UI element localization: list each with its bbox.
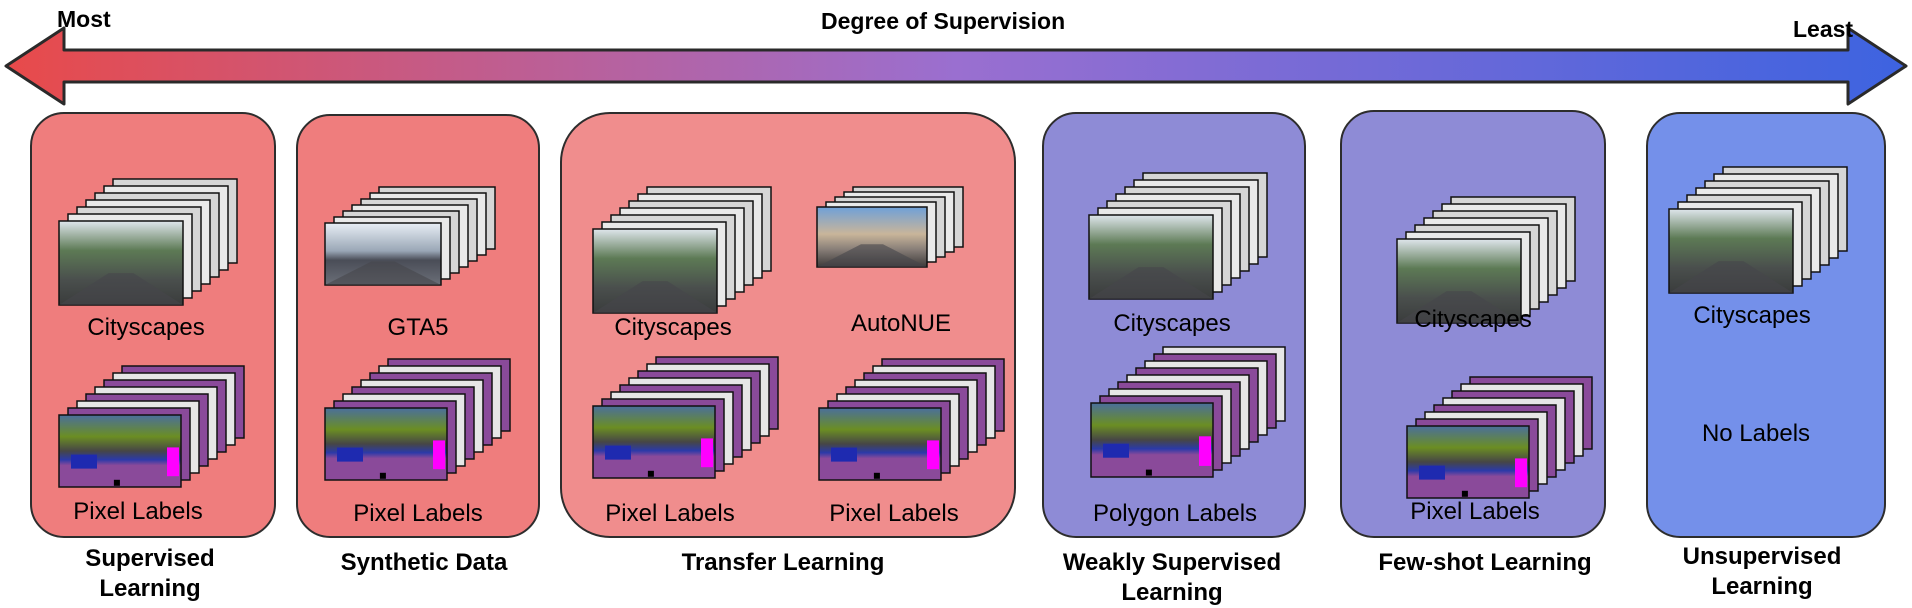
road-shape xyxy=(325,261,441,285)
segment-region xyxy=(605,445,631,460)
panel-transfer-left-top-label: Cityscapes xyxy=(614,314,732,341)
thumbnail-front xyxy=(324,407,448,481)
pixel-labels-stack xyxy=(58,365,247,490)
segment-region xyxy=(1103,443,1129,458)
pixel-labels-stack xyxy=(592,356,781,481)
road-shape xyxy=(817,244,927,267)
segment-region xyxy=(1461,490,1468,497)
least-label: Least xyxy=(1793,16,1854,42)
polygon-labels-stack xyxy=(1090,346,1288,480)
segment-region xyxy=(113,479,120,486)
segment-region xyxy=(831,447,857,462)
panel-weakly-bottom-label: Polygon Labels xyxy=(1092,500,1258,527)
pixel-labels-stack xyxy=(818,358,1007,483)
panel-synthetic-bottom-label: Pixel Labels xyxy=(353,500,483,527)
road-shape xyxy=(1397,291,1521,323)
segment-region xyxy=(1199,436,1211,466)
panel-transfer-right-top-label: AutoNUE xyxy=(850,310,952,337)
diagram-title: Degree of Supervision xyxy=(821,8,1066,34)
segment-region xyxy=(1515,458,1527,488)
thumbnail-front xyxy=(1090,402,1214,478)
segment-region xyxy=(701,438,713,468)
panel-few-shot-top-label: Cityscapes xyxy=(1414,306,1532,333)
road-shape xyxy=(59,273,183,305)
segment-region xyxy=(167,447,179,477)
segment-region xyxy=(71,454,97,469)
panel-synthetic-top-label: GTA5 xyxy=(387,314,449,341)
pixel-labels-stack xyxy=(1406,376,1595,501)
segment-region xyxy=(1145,469,1152,476)
segment-region xyxy=(873,472,880,479)
road-shape xyxy=(593,281,717,313)
panel-supervised-top-label: Cityscapes xyxy=(87,314,205,341)
thumbnail-front xyxy=(1406,425,1530,499)
cityscapes-image-stack xyxy=(1088,172,1270,302)
panel-few-shot-bottom-label: Pixel Labels xyxy=(1410,498,1540,525)
category-synthetic: Synthetic Data xyxy=(340,549,508,576)
panel-weakly-top-label: Cityscapes xyxy=(1113,310,1231,337)
road-shape xyxy=(1089,267,1213,299)
panel-unsupervised-bottom-label: No Labels xyxy=(1701,420,1811,447)
segment-region xyxy=(433,440,445,470)
panel-supervised-bottom-label: Pixel Labels xyxy=(73,498,203,525)
arrow-body xyxy=(4,26,1908,106)
panel-transfer-right-bottom-label: Pixel Labels xyxy=(829,500,959,527)
thumbnail-front xyxy=(818,407,942,481)
road-shape xyxy=(1669,261,1793,293)
segment-region xyxy=(337,447,363,462)
segment-region xyxy=(379,472,386,479)
thumbnail-front xyxy=(58,414,182,488)
panel-transfer-left-bottom-label: Pixel Labels xyxy=(605,500,735,527)
category-few-shot: Few-shot Learning xyxy=(1378,549,1592,576)
segment-region xyxy=(927,440,939,470)
cityscapes-image-stack xyxy=(1396,196,1578,326)
segment-region xyxy=(647,470,654,477)
segment-region xyxy=(1419,465,1445,480)
pixel-labels-stack xyxy=(324,358,513,483)
thumbnail-front xyxy=(592,405,716,479)
cityscapes-image-stack xyxy=(592,186,774,316)
gta5-image-stack xyxy=(324,186,498,288)
cityscapes-image-stack xyxy=(1668,166,1850,296)
most-label: Most xyxy=(57,6,111,32)
category-transfer: Transfer Learning xyxy=(681,549,885,576)
cityscapes-image-stack xyxy=(58,178,240,308)
autonue-image-stack xyxy=(816,186,966,270)
panel-unsupervised-top-label: Cityscapes xyxy=(1693,302,1811,329)
